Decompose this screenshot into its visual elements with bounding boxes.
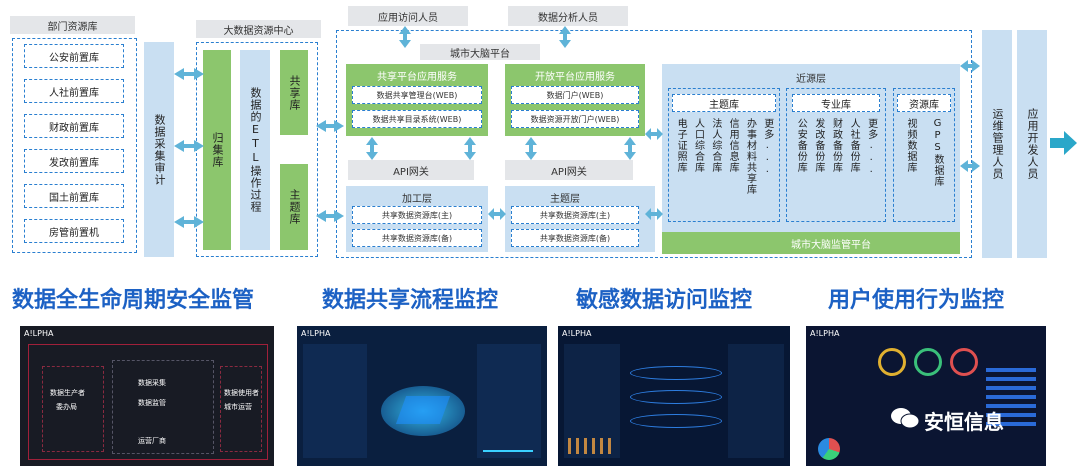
screenshot-share-flow: A!LPHA <box>297 326 547 466</box>
wechat-icon <box>890 406 920 430</box>
near-theme-col: 人口综合库 <box>692 118 704 173</box>
near-special-col: 人社备份库 <box>848 118 860 173</box>
connector-arrows <box>174 26 980 228</box>
open-app-item-1: 数据门户(WEB) <box>511 86 639 104</box>
theme-layer-item-1: 共享数据资源库(主) <box>511 206 639 224</box>
dept-item: 发改前置库 <box>24 149 124 173</box>
near-special-db <box>786 88 886 222</box>
caption-lifecycle: 数据全生命周期安全监管 <box>12 288 255 313</box>
process-item-2: 共享数据资源库(备) <box>352 229 482 247</box>
near-special-col: 更多... <box>865 118 877 176</box>
s1-label-producer: 数据生产者 <box>50 389 85 397</box>
caption-user-behavior: 用户使用行为监控 <box>828 288 1005 313</box>
s1-label-supervise: 数据监管 <box>138 399 166 407</box>
dept-title: 部门资源库 <box>10 16 135 34</box>
near-theme-col: 电子证照库 <box>675 118 687 173</box>
near-special-col: 公安备份库 <box>795 118 807 173</box>
near-theme-col: 信用信息库 <box>727 118 739 173</box>
screenshot-sensitive-access: A!LPHA <box>558 326 790 466</box>
open-app-title: 开放平台应用服务 <box>535 72 615 83</box>
right-arrow-icon <box>1050 131 1077 155</box>
city-platform-title: 城市大脑平台 <box>420 44 540 60</box>
theme-db: 主题库 <box>280 164 308 250</box>
near-resource-db <box>893 88 955 222</box>
share-app-title: 共享平台应用服务 <box>377 72 457 83</box>
near-theme-col: 更多... <box>761 118 773 176</box>
near-source-layer <box>662 64 960 232</box>
dept-item: 人社前置库 <box>24 79 124 103</box>
dev-staff: 应用开发人员 <box>1017 30 1047 258</box>
screenshot-user-behavior: A!LPHA 安恒信息 <box>806 326 1046 466</box>
dept-item: 公安前置库 <box>24 44 124 68</box>
s1-label-vendor: 运营厂商 <box>138 437 166 445</box>
s1-label-office: 委办局 <box>56 403 77 411</box>
near-source-title: 近源层 <box>796 74 826 85</box>
caption-sensitive-access: 敏感数据访问监控 <box>576 288 753 313</box>
near-special-db-title: 专业库 <box>792 94 880 112</box>
city-platform-container <box>336 30 972 258</box>
s1-label-user: 数据使用者 <box>224 389 259 397</box>
gui-collect-db: 归集库 <box>203 50 231 250</box>
near-resource-col: GPS数据库 <box>932 118 943 187</box>
s1-label-city-ops: 城市运营 <box>224 403 252 411</box>
ops-staff: 运维管理人员 <box>982 30 1012 258</box>
dept-container <box>12 38 137 253</box>
theme-layer-item-2: 共享数据资源库(备) <box>511 229 639 247</box>
process-layer-title: 加工层 <box>402 194 432 205</box>
analyst-tag: 数据分析人员 <box>508 6 628 26</box>
watermark-text: 安恒信息 <box>924 410 1004 434</box>
etl-process: 数据的ETL操作过程 <box>240 50 270 250</box>
api-gateway-2: API网关 <box>505 160 633 180</box>
share-db: 共享库 <box>280 50 308 135</box>
api-gateway-1: API网关 <box>348 160 474 180</box>
near-resource-col: 视频数据库 <box>905 118 916 173</box>
city-monitor-platform: 城市大脑监管平台 <box>662 232 960 254</box>
share-app-item-1: 数据共享管理台(WEB) <box>352 86 482 104</box>
near-special-col: 财政备份库 <box>830 118 842 173</box>
near-theme-db-title: 主题库 <box>672 94 776 112</box>
near-theme-db <box>668 88 780 222</box>
screenshot-lifecycle: A!LPHA 数据生产者 委办局 数据采集 数据监管 数据使用者 城市运营 运营… <box>20 326 274 466</box>
app-visitor-tag: 应用访问人员 <box>348 6 468 26</box>
caption-share-flow: 数据共享流程监控 <box>322 288 499 313</box>
near-special-col: 发改备份库 <box>812 118 824 173</box>
dept-item: 国土前置库 <box>24 184 124 208</box>
share-app-item-2: 数据共享目录系统(WEB) <box>352 110 482 128</box>
open-app-item-2: 数据资源开放门户(WEB) <box>511 110 639 128</box>
near-theme-col: 办事材料共享库 <box>744 118 756 195</box>
dept-item: 房管前置机 <box>24 219 124 243</box>
near-theme-col: 法人综合库 <box>709 118 721 173</box>
data-collect-audit: 数据采集审计 <box>144 42 174 257</box>
near-resource-db-title: 资源库 <box>897 94 951 112</box>
bigdata-title: 大数据资源中心 <box>196 20 321 38</box>
theme-layer-title: 主题层 <box>550 194 580 205</box>
dept-item: 财政前置库 <box>24 114 124 138</box>
process-item-1: 共享数据资源库(主) <box>352 206 482 224</box>
s1-label-collect: 数据采集 <box>138 379 166 387</box>
